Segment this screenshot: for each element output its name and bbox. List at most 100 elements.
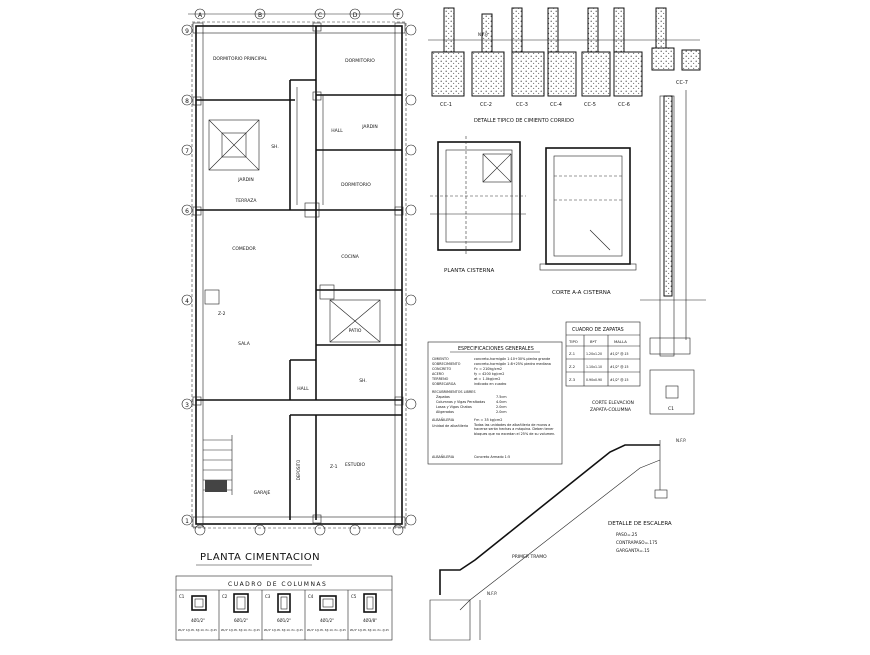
stair-level: N.F.P. [676,438,686,443]
room-label: HALL [331,128,343,134]
spec-key: SOBRECARGA [432,382,456,386]
footing-tag: Z-1 [330,464,338,470]
zapatas-header: MALLA [614,339,627,344]
column-cell-c4: C4 4Ø1/2" Ø1/4" 1@.05, 3@.10, rto. @.25 [307,594,346,632]
cc-label: CC-4 [550,102,562,108]
cimiento-caption: DETALLE TIPICO DE CIMIENTO CORRIDO [474,118,574,124]
room-label: JARDIN [237,177,254,183]
column-bars: 4Ø1/2" [320,618,334,623]
axis-bubbles-top: A B C D F [188,8,404,20]
column-bars: 6Ø1/2" [277,618,291,623]
columns-title: CUADRO DE COLUMNAS [228,581,327,588]
spec-key: TERRENO [431,377,449,381]
zapata-cell: 1.20x1.20 [586,352,602,356]
cisterna-section: CORTE A-A CISTERNA [539,147,637,296]
zapata-cell: #1/2" @.15 [610,352,629,356]
spec-value: concreto-hormigón 1:8+25% piedra mediana [474,362,551,366]
zapata-corte-caption: CORTE ELEVACION [592,400,634,406]
zapata-cell: Z-3 [569,378,575,382]
recub-value: 2.0cm [496,410,507,414]
level-tag: N.F.P. [478,32,488,37]
aparejo-value: Concreto Armado 1:5 [474,455,510,459]
recub-key: Zapatas [436,395,450,399]
interior-walls [196,26,402,520]
column-stirrups: Ø1/4" 1@.05, 3@.10, rto. @.25 [307,627,346,632]
zapata-cell: 0.90x0.90 [586,378,602,382]
axis-label: F [396,12,400,19]
spec-value: σt = 1.0kg/cm2 [474,377,500,381]
column-stirrups: Ø1/4" 1@.05, 3@.10, rto. @.25 [178,627,217,632]
column-tag: C2 [222,594,228,599]
recub-key: Aligerados [436,410,454,414]
zapata-cell: Z-1 [569,352,575,356]
cc-label: CC-7 [676,80,688,86]
column-cell-c1: C1 4Ø1/2" Ø1/4" 1@.05, 3@.10, rto. @.25 [178,594,217,632]
zapata-cell: Z-2 [569,365,575,369]
spec-key: SOBRECIMIENTO [432,362,461,366]
column-bars: 4Ø1/2" [191,618,205,623]
unidad-key: Unidad de albañileria [432,424,468,428]
aparejo-key: ALBAÑILERIA [432,454,455,459]
recub-rows: Zapatas 7.5cm Columnas y Vigas Peraltada… [436,395,507,414]
room-label: SH. [359,378,367,384]
room-label: SALA [238,341,251,347]
unidad-note: Todas las unidades de albañileria de mur… [474,423,556,436]
axis-label: A [198,12,203,19]
spec-value: fy = 4200 kg/cm2 [474,372,504,376]
room-label: SH. [271,144,279,150]
zapatas-rows: Z-1 1.20x1.20 #1/2" @.15 Z-2 1.10x1.10 #… [566,352,640,382]
room-label: GARAJE [254,490,271,496]
column-stirrups: Ø1/4" 1@.05, 3@.10, rto. @.25 [221,627,260,632]
recub-value: 4.0cm [496,400,507,404]
recub-key: Columnas y Vigas Peraltadas [436,400,485,404]
stair-paso: PASO=.25 [616,532,638,537]
cc-label: CC-3 [516,102,528,108]
room-label: DORMITORIO PRINCIPAL [213,56,268,62]
axis-label: 7 [185,148,189,155]
zapata-cell: 1.10x1.10 [586,365,602,369]
room-label: JARDIN [361,124,378,130]
cimiento-details: N.F.P. CC-1 CC-2 CC-3 CC-4 CC-5 CC-6 CC-… [428,7,701,124]
column-cell-c2: C2 6Ø1/2" Ø1/4" 1@.05, 3@.10, rto. @.25 [221,593,260,632]
room-label: ESTUDIO [345,462,366,468]
column-stirrups: Ø1/4" 1@.05, 3@.10, rto. @.25 [350,627,389,632]
room-label: HALL [297,386,309,392]
room-label: DEPOSITO [296,460,301,480]
axis-label: C [318,12,322,19]
wall-section-elevation [640,90,706,357]
axis-label: 6 [185,208,189,215]
room-label: DORMITORIO [341,182,371,188]
room-labels: DORMITORIO PRINCIPAL DORMITORIO HALL JAR… [213,56,378,496]
garden-boxes [208,119,381,343]
axis-label: 9 [185,28,189,35]
cisterna-section-title: CORTE A-A CISTERNA [552,290,611,296]
zapata-cell: #1/2" @.15 [610,365,629,369]
zapatas-header: TIPO [568,339,578,344]
outer-walls [191,21,407,529]
room-label: PATIO [349,328,362,334]
room-label: TERRAZA [235,198,258,204]
cimiento-labels: CC-1 CC-2 CC-3 CC-4 CC-5 CC-6 CC-7 [440,80,688,108]
column-tag: C3 [265,594,271,599]
axis-bubbles-left: 9 8 7 6 4 3 1 [181,24,417,536]
cisterna-plan-title: PLANTA CISTERNA [444,268,495,274]
spec-rows: CIMIENTO concreto-hormigón 1:10+30% pied… [431,357,551,386]
stair-detail: N.F.P. N.F.P. PRIMER TRAMO DETALLE DE ES… [429,438,686,641]
room-label: COCINA [341,254,360,260]
specifications-table: ESPECIFICACIONES GENERALES CIMIENTO conc… [427,341,563,465]
garage-stair [203,435,233,495]
spec-key: CONCRETO [432,367,452,371]
recub-key: Losas y Vigas Chatas [436,405,472,409]
alb-key: ALBAÑILERIA [432,417,455,422]
columns-table: CUADRO DE COLUMNAS C1 4Ø1/2" Ø1/4" 1@.05… [175,575,393,641]
zapata-cell: #1/2" @.15 [610,378,629,382]
axis-label: 4 [185,298,189,305]
zapatas-title: CUADRO DE ZAPATAS [572,327,624,333]
recub-title: RECUBRIMIENTOS LIBRES [432,390,475,394]
cc-label: CC-1 [440,102,452,108]
stair-level: N.F.P. [487,591,497,596]
stair-garganta: GARGANTA=.15 [616,548,650,553]
cc-label: CC-2 [480,102,492,108]
